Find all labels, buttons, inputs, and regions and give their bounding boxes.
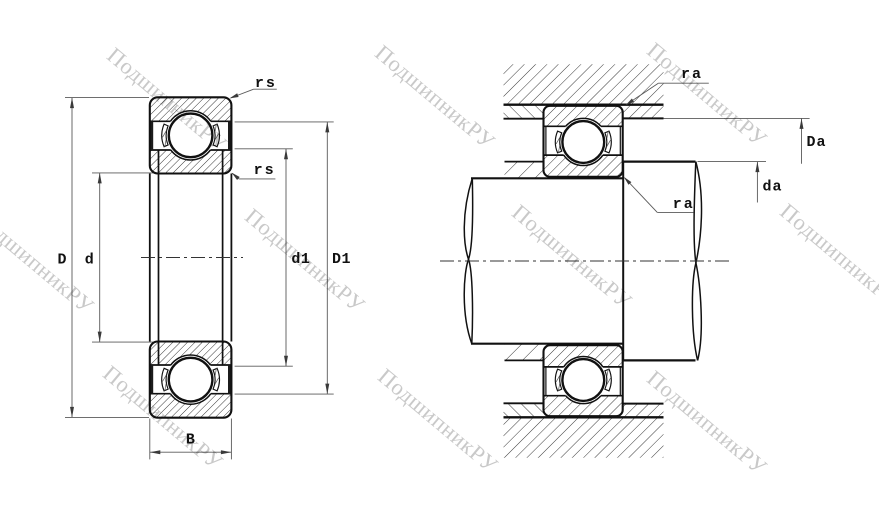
- svg-text:D: D: [57, 251, 68, 268]
- svg-text:d: d: [85, 251, 96, 268]
- svg-text:B: B: [186, 432, 197, 449]
- svg-text:Da: Da: [806, 134, 826, 151]
- svg-text:D1: D1: [332, 251, 351, 268]
- svg-text:d1: d1: [291, 251, 310, 268]
- svg-text:rs: rs: [254, 162, 276, 179]
- svg-text:ra: ra: [681, 66, 703, 83]
- svg-text:da: da: [762, 178, 782, 195]
- svg-text:ra: ra: [673, 196, 695, 213]
- svg-text:rs: rs: [255, 75, 277, 92]
